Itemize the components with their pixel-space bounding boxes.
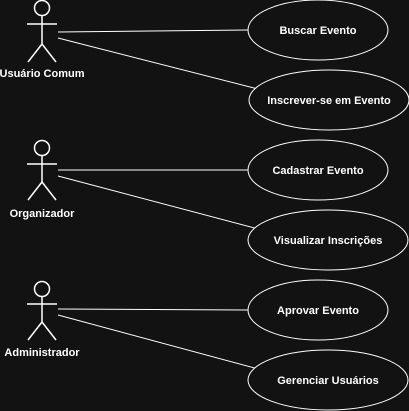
association-line [57,29,249,33]
use-case-ellipse [247,279,389,341]
use-case-label: Aprovar Evento [277,305,359,317]
use-case-ellipse [247,0,389,61]
association-line [57,314,263,371]
actor-organizador[interactable]: Organizador [10,139,76,221]
actor-label: Organizador [10,208,76,220]
use-case-ellipse [247,349,409,411]
actor-label: Usuário Comum [0,68,85,80]
association-line [57,175,263,231]
use-case-inscrever-se-em-evento[interactable]: Inscrever-se em Evento [248,69,409,131]
use-case-label: Gerenciar Usuários [277,375,379,387]
use-case-label: Inscrever-se em Evento [267,95,391,107]
use-case-ellipse [247,139,389,201]
use-case-label: Buscar Evento [279,25,356,37]
stick-figure-icon [27,139,57,201]
use-case-ellipse [248,69,409,131]
stick-figure-icon [27,280,57,341]
use-case-ellipse [247,209,409,271]
association-line [57,37,263,91]
actor-label: Administrador [4,347,80,359]
use-case-label: Visualizar Inscrições [274,235,383,247]
use-case-label: Cadastrar Evento [272,165,363,177]
actor-usuario-comum[interactable]: Usuário Comum [0,0,85,81]
use-case-aprovar-evento[interactable]: Aprovar Evento [247,279,389,341]
actor-administrador[interactable]: Administrador [4,280,80,360]
association-line [57,308,249,311]
use-case-visualizar-inscricoes[interactable]: Visualizar Inscrições [247,209,409,271]
use-case-cadastrar-evento[interactable]: Cadastrar Evento [247,139,389,201]
use-case-buscar-evento[interactable]: Buscar Evento [247,0,389,61]
stick-figure-icon [27,0,57,63]
use-case-gerenciar-usuarios[interactable]: Gerenciar Usuários [247,349,409,411]
